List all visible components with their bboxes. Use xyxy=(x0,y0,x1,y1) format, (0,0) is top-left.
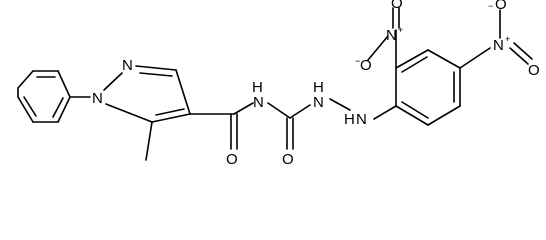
bond-double-inner xyxy=(23,96,37,117)
atom-labels: N N O H N O H N H N N + O O − N + O − O xyxy=(92,0,540,168)
bond xyxy=(57,70,71,98)
atom-amide-oxygen: O xyxy=(226,151,238,168)
bond xyxy=(427,105,461,126)
bond-c5-n1 xyxy=(105,103,153,123)
bond-nitro2-o-double-2 xyxy=(513,42,533,60)
bond-double-inner xyxy=(139,72,173,77)
bond-double-inner xyxy=(155,108,185,116)
bond-c4-c5 xyxy=(151,113,191,123)
atom-n-pyrazole-1: N xyxy=(92,90,103,107)
bond-nitro2-o-double xyxy=(509,47,529,65)
bond-n-n xyxy=(329,98,351,111)
phenyl-ring xyxy=(17,70,71,123)
atom-imide-n: N xyxy=(253,94,264,111)
bond xyxy=(57,96,71,123)
bond-n1-n2 xyxy=(103,72,123,91)
atom-nitro2-o-single: O xyxy=(495,0,507,13)
bond xyxy=(17,70,34,89)
charge-nitro1-n: + xyxy=(398,25,403,35)
charge-nitro2-n: + xyxy=(505,34,510,44)
atom-hydrazine-n2: N xyxy=(356,111,367,128)
atom-nitro1-n: N xyxy=(386,27,397,44)
dinitrophenyl-ring xyxy=(395,49,461,126)
bond xyxy=(395,49,429,69)
atom-nitro1-o-single: O xyxy=(360,57,372,74)
bond-nitro1-o-single xyxy=(367,35,389,61)
bond-double-inner xyxy=(401,101,429,119)
bond xyxy=(17,96,34,123)
atom-imide-h: H xyxy=(252,79,263,96)
bond-carbonyl-n xyxy=(233,102,254,115)
atom-n-pyrazole-2: N xyxy=(122,57,133,74)
bond-n-aryl xyxy=(373,105,397,120)
atom-nitro2-o-double: O xyxy=(528,62,540,79)
atom-urea-oxygen: O xyxy=(282,151,294,168)
bond-nitro2-n xyxy=(459,47,491,69)
atom-hydrazine-n1: N xyxy=(313,94,324,111)
bond-urea-nh xyxy=(289,104,311,119)
bond-double-inner xyxy=(52,97,64,118)
bond xyxy=(427,49,461,69)
bond-n2-c3 xyxy=(135,65,177,71)
bond-c3-c4 xyxy=(175,69,191,115)
bond-methyl xyxy=(145,121,153,161)
bond-n-urea xyxy=(267,102,291,119)
atom-hydrazine-h2: H xyxy=(344,111,355,128)
bond-double-inner xyxy=(401,56,428,73)
charge-nitro1-o: − xyxy=(355,56,360,66)
atom-nitro2-n: N xyxy=(493,37,504,54)
charge-nitro2-o: − xyxy=(488,1,493,11)
atom-hydrazine-h1: H xyxy=(313,79,324,96)
molecule-structure: N N O H N O H N H N N + O O − N + O − O xyxy=(17,0,540,168)
bond xyxy=(395,105,429,126)
atom-nitro1-o-double: O xyxy=(391,0,403,12)
pyrazole-ring xyxy=(103,65,191,123)
